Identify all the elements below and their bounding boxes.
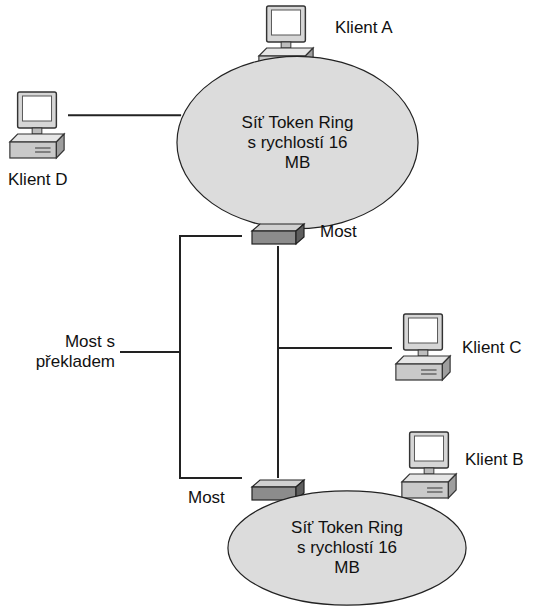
token-ring: Síť Token Ring s rychlostí 16 MB <box>226 490 468 606</box>
computer-icon <box>398 430 460 502</box>
bridge-label: Most <box>188 488 225 508</box>
bracket-line <box>120 236 242 478</box>
client-computer: Klient B <box>398 430 460 502</box>
client-label: Klient A <box>335 18 393 38</box>
ring-label: Síť Token Ring s rychlostí 16 MB <box>238 113 358 173</box>
ring-label: Síť Token Ring s rychlostí 16 MB <box>287 518 407 578</box>
client-computer: Klient D <box>6 90 68 162</box>
client-label: Klient B <box>465 450 524 470</box>
client-computer: Klient C <box>392 312 454 384</box>
network-cable <box>278 246 392 348</box>
bracket-label: Most s překladem <box>10 332 115 372</box>
bridge: Most <box>250 222 306 246</box>
client-label: Klient C <box>462 338 522 358</box>
client-label: Klient D <box>8 170 68 190</box>
computer-icon <box>6 90 68 162</box>
network-cable <box>278 348 392 478</box>
bridge-icon <box>250 222 306 246</box>
computer-icon <box>392 312 454 384</box>
network-cable <box>68 114 181 116</box>
token-ring: Síť Token Ring s rychlostí 16 MB <box>175 55 420 230</box>
bridge-label: Most <box>320 222 357 242</box>
